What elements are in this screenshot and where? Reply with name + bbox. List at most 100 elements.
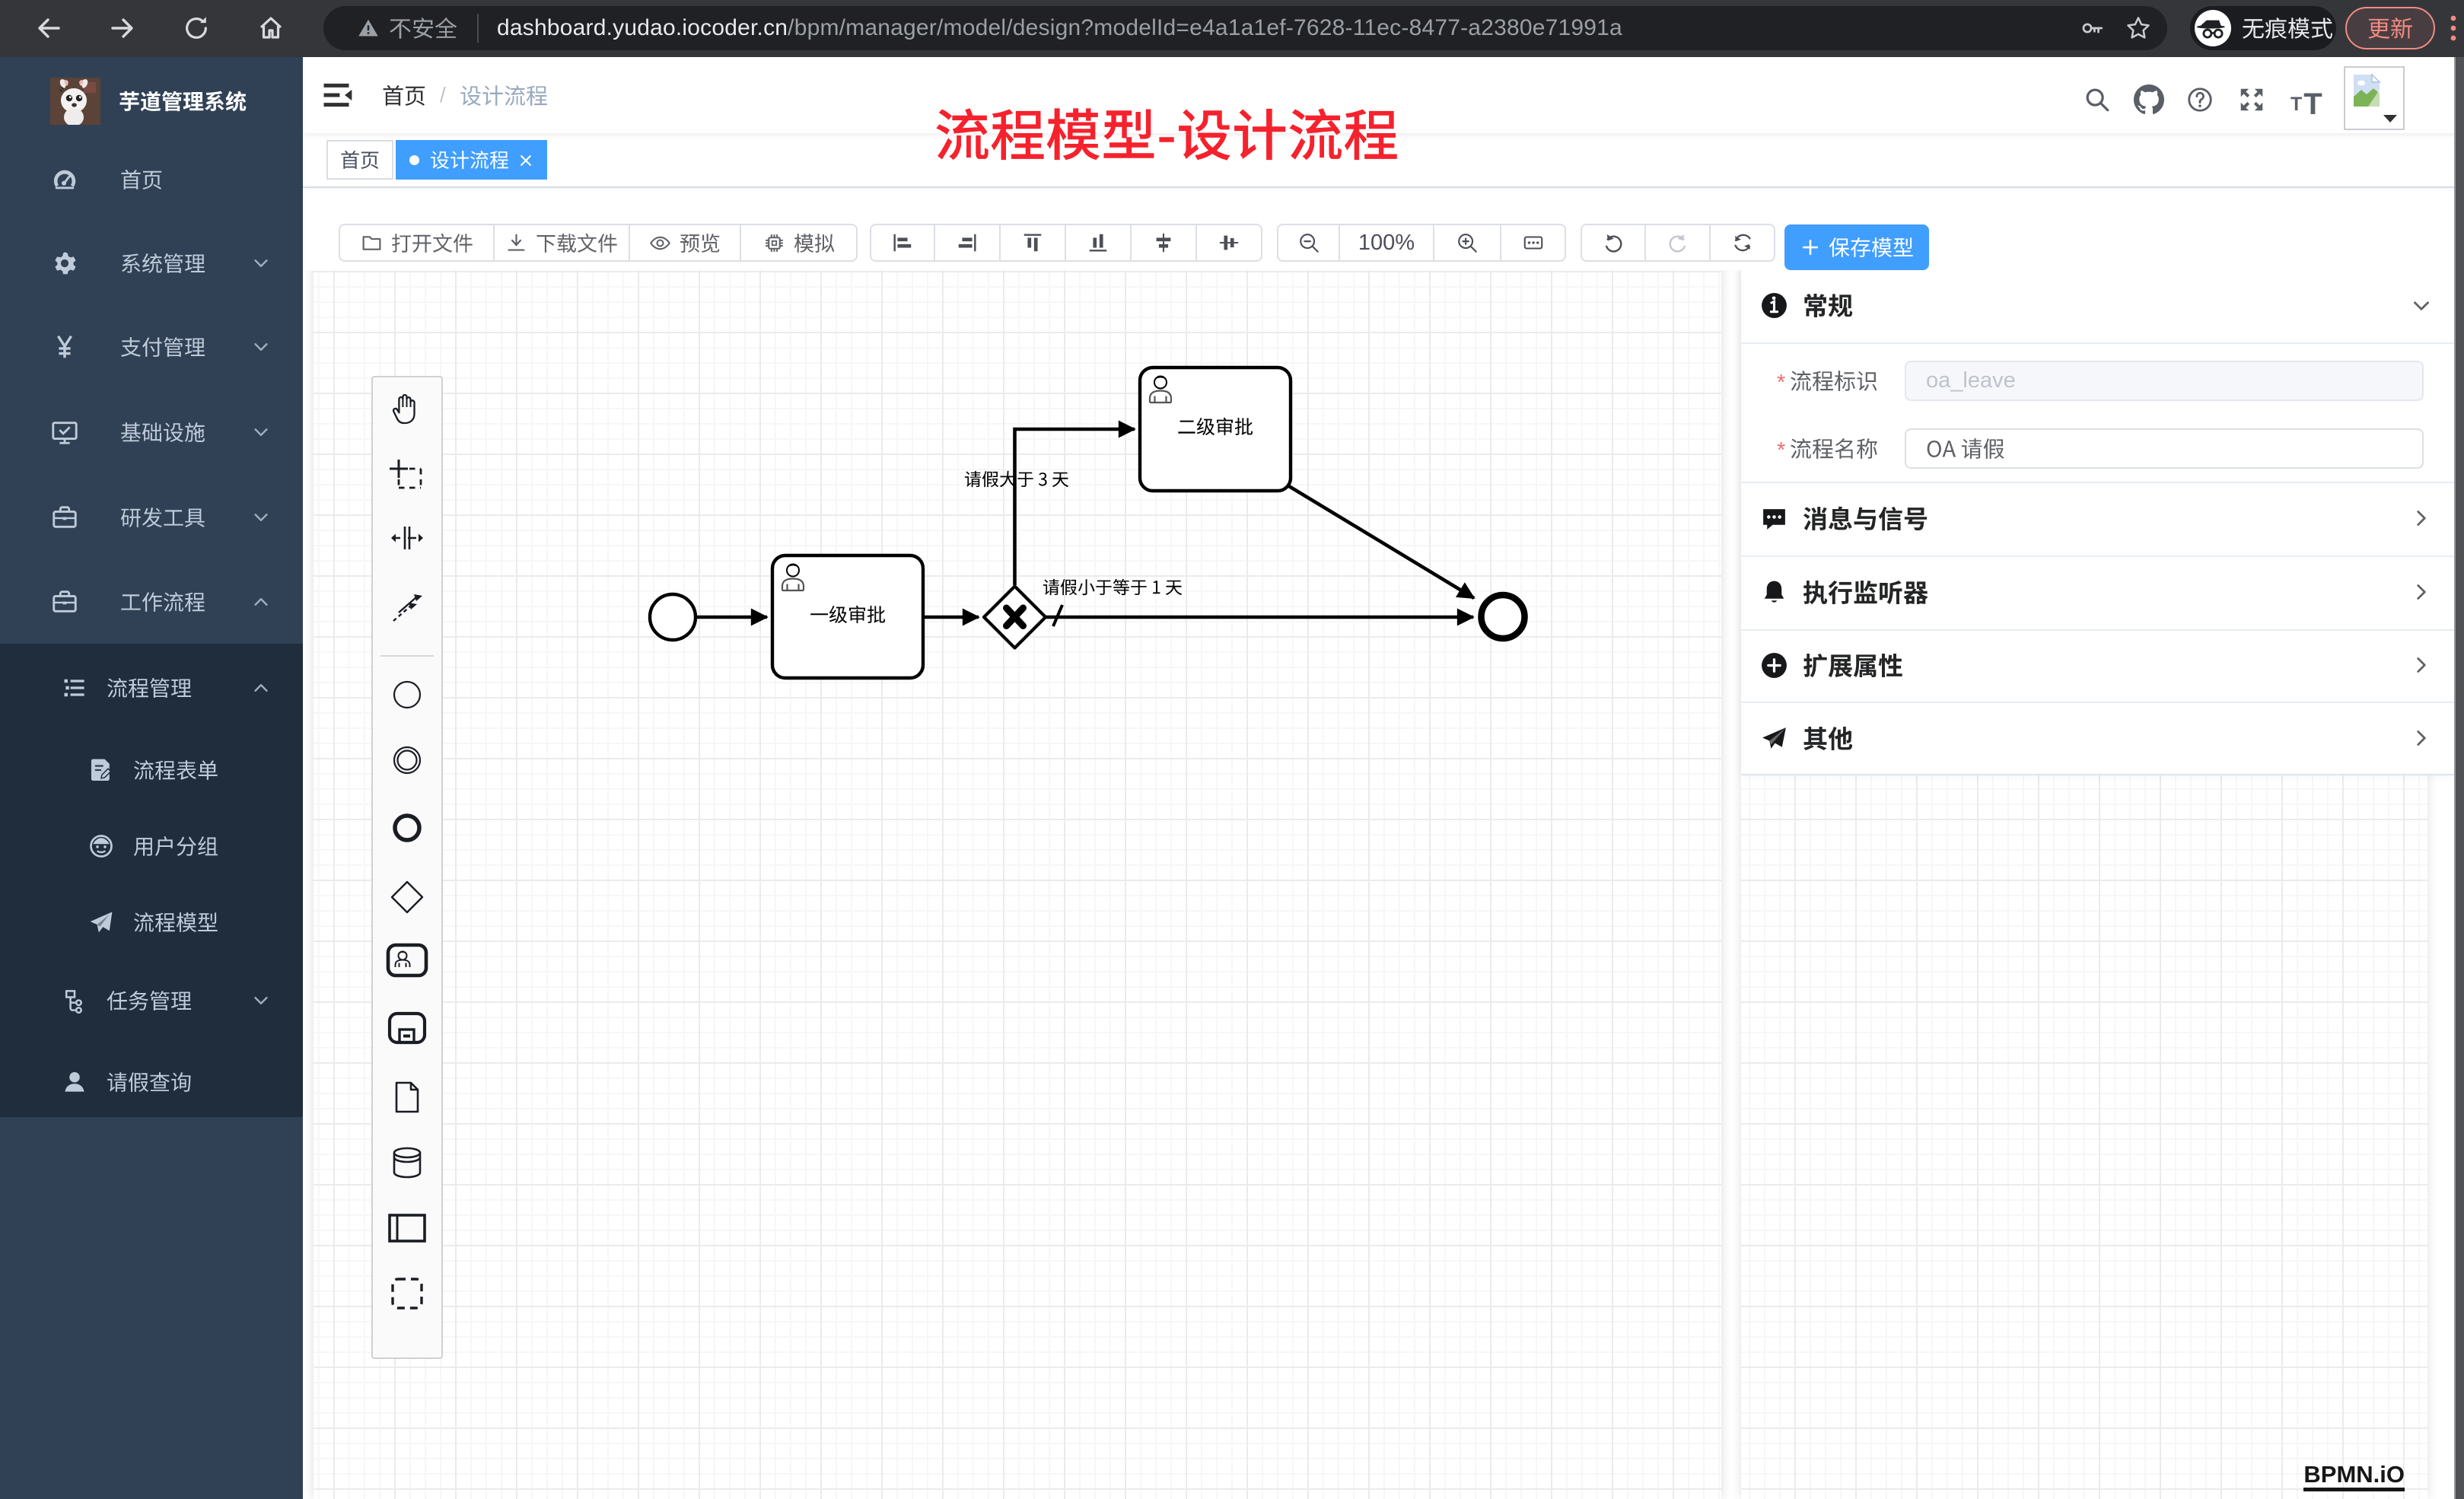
browser-menu-icon[interactable] (2449, 13, 2458, 43)
sidebar-item-process-model[interactable]: 流程模型 (0, 884, 303, 960)
align-center-h-button[interactable] (1132, 224, 1197, 262)
reset-view-icon (1522, 231, 1545, 254)
chrome-forward-button[interactable] (107, 13, 138, 43)
bpmn-task-level2[interactable] (1138, 365, 1293, 493)
palette-space-tool[interactable] (373, 520, 441, 555)
url-bar[interactable]: 不安全dashboard.yudao.iocoder.cn/bpm/manage… (323, 6, 2167, 50)
sidebar-logo[interactable]: 芋道管理系统 (0, 57, 303, 145)
fullscreen-icon[interactable] (2237, 85, 2266, 114)
tag-design-process[interactable]: 设计流程 (396, 140, 547, 180)
user-avatar[interactable] (2344, 66, 2405, 130)
label: 模拟 (794, 233, 835, 253)
download-file-button[interactable]: 下载文件 (495, 224, 630, 262)
panel-section-extended-attributes[interactable]: 扩展属性 (1741, 629, 2454, 702)
save-model-button[interactable]: 保存模型 (1784, 224, 1929, 270)
bell-icon (1760, 578, 1788, 606)
sidebar-item-workflow[interactable]: 工作流程 (0, 560, 303, 644)
palette-gateway-icon (390, 880, 425, 915)
palette-participant[interactable] (373, 1213, 441, 1243)
zoom-out-button[interactable] (1277, 224, 1340, 262)
redo-button[interactable] (1646, 224, 1711, 262)
usergroup-icon (88, 832, 115, 860)
palette-gateway[interactable] (373, 880, 441, 915)
sidebar-item-process-mgmt[interactable]: 流程管理 (0, 650, 303, 726)
bookmark-star-icon[interactable] (2125, 14, 2152, 42)
bpmn-start-event[interactable] (648, 592, 698, 642)
palette-lasso-tool[interactable] (373, 457, 441, 492)
palette-intermediate-event[interactable] (373, 743, 441, 778)
sidebar-item-process-form[interactable]: 流程表单 (0, 732, 303, 808)
sidebar-item-infra[interactable]: 基础设施 (0, 390, 303, 474)
align-bottom-button[interactable] (1066, 224, 1132, 262)
undo-button[interactable] (1581, 224, 1646, 262)
reload-icon[interactable] (182, 14, 211, 43)
sidebar-item-task-mgmt[interactable]: 任务管理 (0, 963, 303, 1039)
bpmn-io-watermark[interactable]: BPMN.iO (2303, 1462, 2405, 1491)
avatar-caret-icon[interactable] (2383, 114, 2398, 123)
zoom-level: 100% (1340, 224, 1434, 262)
process-key-input[interactable]: oa_leave (1905, 361, 2424, 401)
simulate-button[interactable]: 模拟 (741, 224, 858, 262)
help-icon[interactable] (2185, 85, 2214, 114)
sequence-flows (696, 420, 1476, 627)
palette-space-tool-icon (390, 520, 425, 555)
preview-button[interactable]: 预览 (630, 224, 741, 262)
sidebar-item-devtool[interactable]: 研发工具 (0, 476, 303, 559)
restart-button[interactable] (1711, 224, 1775, 262)
url-text: dashboard.yudao.iocoder.cn/bpm/manager/m… (497, 15, 1622, 41)
bpmn-task-level1[interactable] (770, 553, 925, 680)
palette-data-store[interactable] (373, 1145, 441, 1180)
sidebar-item-system[interactable]: 系统管理 (0, 221, 303, 305)
sidebar-item-pay[interactable]: 支付管理 (0, 305, 303, 389)
palette-start-event[interactable] (373, 677, 441, 712)
panel-section-general[interactable]: 常规 (1741, 269, 2454, 342)
label: 其他 (1803, 726, 1853, 751)
palette-end-event[interactable] (373, 810, 441, 845)
broken-image-icon (2349, 72, 2384, 110)
panel-section-execution-listeners[interactable]: 执行监听器 (1741, 555, 2454, 629)
info-icon (1760, 291, 1788, 320)
bpmn-end-event[interactable] (1478, 591, 1528, 642)
palette-user-task[interactable] (373, 942, 441, 979)
sidebar-item-home[interactable]: 首页 (0, 138, 303, 221)
process-name-input[interactable]: OA 请假 (1905, 428, 2424, 469)
chrome-home-button[interactable] (256, 13, 286, 43)
reset-view-button[interactable] (1501, 224, 1566, 262)
back-icon[interactable] (33, 13, 64, 43)
bpmn-gateway[interactable] (982, 584, 1048, 650)
align-center-v-button[interactable] (1197, 224, 1262, 262)
chrome-reload-button[interactable] (181, 13, 212, 43)
key-icon[interactable] (2079, 15, 2105, 41)
update-button[interactable]: 更新 (2345, 7, 2435, 49)
panel-section-others[interactable]: 其他 (1741, 702, 2454, 775)
palette-group[interactable] (373, 1276, 441, 1311)
tag-close-icon[interactable] (518, 153, 533, 168)
tasktree-icon (61, 987, 88, 1014)
hamburger-icon[interactable] (320, 78, 353, 112)
github-icon[interactable] (2134, 84, 2164, 115)
sidebar-item-user-group[interactable]: 用户分组 (0, 808, 303, 884)
forward-icon[interactable] (107, 13, 138, 43)
palette-connect-tool[interactable] (373, 590, 441, 625)
tag-home[interactable]: 首页 (326, 140, 393, 180)
align-right-button[interactable] (935, 224, 1001, 262)
panel-section-messages-signals[interactable]: 消息与信号 (1741, 482, 2454, 555)
chevron-right-icon (2410, 654, 2433, 676)
file-button-group: 打开文件下载文件预览 模拟 (339, 224, 858, 262)
open-file-button[interactable]: 打开文件 (339, 224, 495, 262)
search-icon[interactable] (2083, 85, 2112, 114)
palette-data-object[interactable] (373, 1080, 441, 1115)
align-top-button[interactable] (1001, 224, 1066, 262)
menu-item-icon (88, 756, 115, 784)
palette-hand-tool[interactable] (373, 390, 441, 425)
bpmn-palette (371, 376, 443, 1359)
chevron-down-icon (251, 508, 271, 527)
chrome-back-button[interactable] (33, 13, 64, 43)
sidebar-item-leave-query[interactable]: 请假查询 (0, 1044, 303, 1120)
palette-subprocess[interactable] (373, 1011, 441, 1045)
bpmn-canvas[interactable]: 一级审批二级审批请假大于 3 天请假小于等于 1 天 (314, 263, 1721, 1499)
home-icon[interactable] (256, 13, 286, 43)
align-left-button[interactable] (870, 224, 935, 262)
zoom-in-button[interactable] (1434, 224, 1501, 262)
